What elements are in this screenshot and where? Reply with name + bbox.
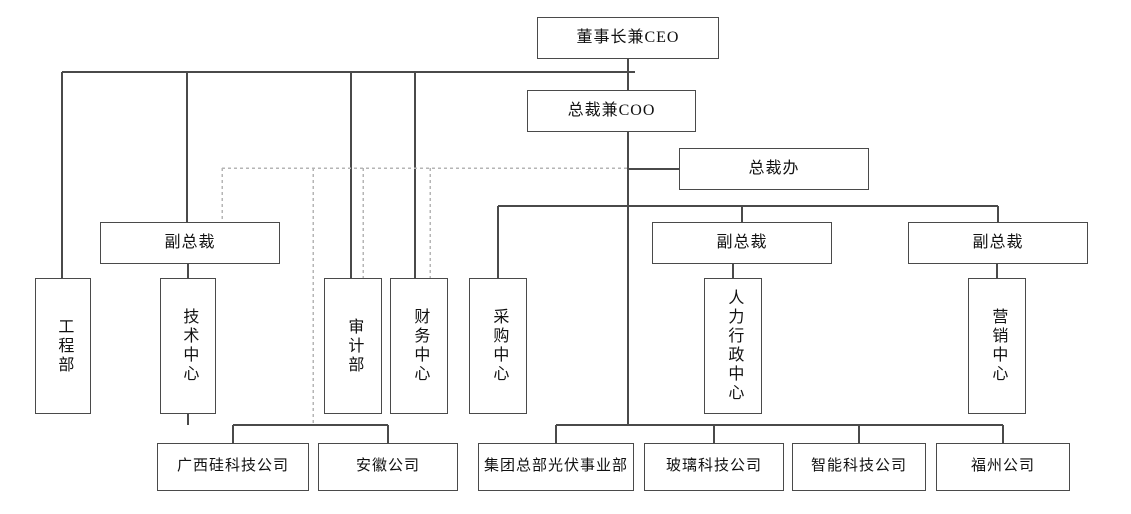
node-label: 副总裁 — [972, 234, 1024, 251]
node-guangxi-silicon-tech-company[interactable]: 广西硅科技公司 — [157, 443, 309, 491]
node-label: 营销中心 — [989, 308, 1007, 384]
node-finance-center[interactable]: 财务中心 — [390, 278, 448, 414]
node-engineering-department[interactable]: 工程部 — [35, 278, 91, 414]
node-chairman-ceo[interactable]: 董事长兼CEO — [537, 17, 719, 59]
node-marketing-center[interactable]: 营销中心 — [968, 278, 1026, 414]
node-vice-president-middle[interactable]: 副总裁 — [652, 222, 832, 264]
node-glass-tech-company[interactable]: 玻璃科技公司 — [644, 443, 784, 491]
node-smart-tech-company[interactable]: 智能科技公司 — [792, 443, 926, 491]
node-president-office[interactable]: 总裁办 — [679, 148, 869, 190]
node-label: 技术中心 — [180, 308, 198, 384]
node-technology-center[interactable]: 技术中心 — [160, 278, 216, 414]
node-label: 安徽公司 — [355, 458, 420, 475]
node-label: 人力行政中心 — [725, 289, 743, 403]
node-label: 智能科技公司 — [810, 458, 907, 475]
node-label: 工程部 — [55, 317, 73, 375]
node-label: 审计部 — [345, 317, 363, 375]
node-label: 总裁办 — [748, 160, 800, 177]
node-president-coo[interactable]: 总裁兼COO — [527, 90, 696, 132]
node-label: 董事长兼CEO — [576, 29, 680, 46]
node-label: 集团总部光伏事业部 — [483, 458, 628, 475]
node-anhui-company[interactable]: 安徽公司 — [318, 443, 458, 491]
node-label: 广西硅科技公司 — [176, 458, 289, 475]
node-fuzhou-company[interactable]: 福州公司 — [936, 443, 1070, 491]
node-label: 采购中心 — [490, 308, 508, 384]
node-audit-department[interactable]: 审计部 — [324, 278, 382, 414]
node-vice-president-right[interactable]: 副总裁 — [908, 222, 1088, 264]
node-label: 玻璃科技公司 — [665, 458, 762, 475]
node-purchasing-center[interactable]: 采购中心 — [469, 278, 527, 414]
node-hr-admin-center[interactable]: 人力行政中心 — [704, 278, 762, 414]
node-label: 总裁兼COO — [567, 102, 656, 119]
node-label: 副总裁 — [716, 234, 768, 251]
node-label: 财务中心 — [411, 308, 429, 384]
node-group-hq-pv-division[interactable]: 集团总部光伏事业部 — [478, 443, 634, 491]
node-label: 副总裁 — [164, 234, 216, 251]
node-vice-president-left[interactable]: 副总裁 — [100, 222, 280, 264]
node-label: 福州公司 — [970, 458, 1035, 475]
